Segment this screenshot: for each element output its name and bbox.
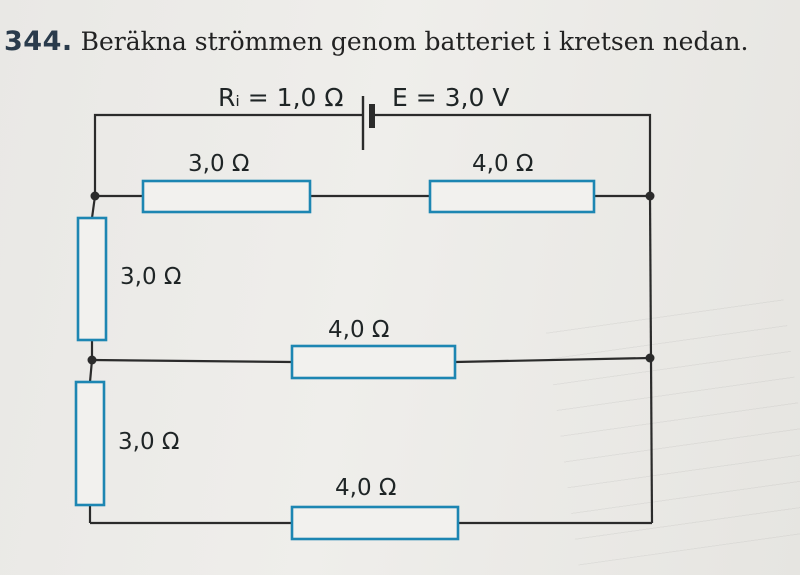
resistor-left-lower-label: 3,0 Ω (118, 429, 179, 455)
node-top-right (645, 191, 655, 201)
wire-mid-b (454, 356, 651, 364)
wire-top-right (372, 113, 652, 196)
resistor-left-upper-label: 3,0 Ω (120, 264, 181, 290)
battery-internal-resistance-label: Rᵢ = 1,0 Ω (218, 83, 344, 112)
resistor-left-lower (74, 380, 106, 507)
node-top-left (90, 191, 100, 201)
resistor-middle (290, 344, 457, 380)
problem-number: 344. (4, 26, 73, 57)
battery-emf-label: E = 3,0 V (392, 83, 509, 112)
problem-statement: 344.Beräkna strömmen genom batteriet i k… (4, 26, 748, 57)
problem-text: Beräkna strömmen genom batteriet i krets… (80, 27, 749, 56)
resistor-top-left-label: 3,0 Ω (188, 151, 249, 177)
resistor-left-upper (76, 216, 108, 342)
labels: Rᵢ = 1,0 Ω E = 3,0 V 3,0 Ω 4,0 Ω 3,0 Ω 4… (118, 83, 533, 501)
resistors (74, 179, 596, 541)
resistor-bottom (290, 505, 460, 541)
resistor-middle-label: 4,0 Ω (328, 317, 389, 343)
resistor-top-right (428, 179, 596, 214)
resistor-top-left (141, 179, 312, 214)
node-mid-left (87, 355, 97, 365)
wire-mid-a (91, 358, 293, 364)
resistor-bottom-label: 4,0 Ω (335, 475, 396, 501)
wire-top-left (93, 113, 362, 196)
resistor-top-right-label: 4,0 Ω (472, 151, 533, 177)
junction-nodes (87, 191, 655, 365)
battery (361, 96, 375, 150)
node-mid-right (645, 353, 655, 363)
